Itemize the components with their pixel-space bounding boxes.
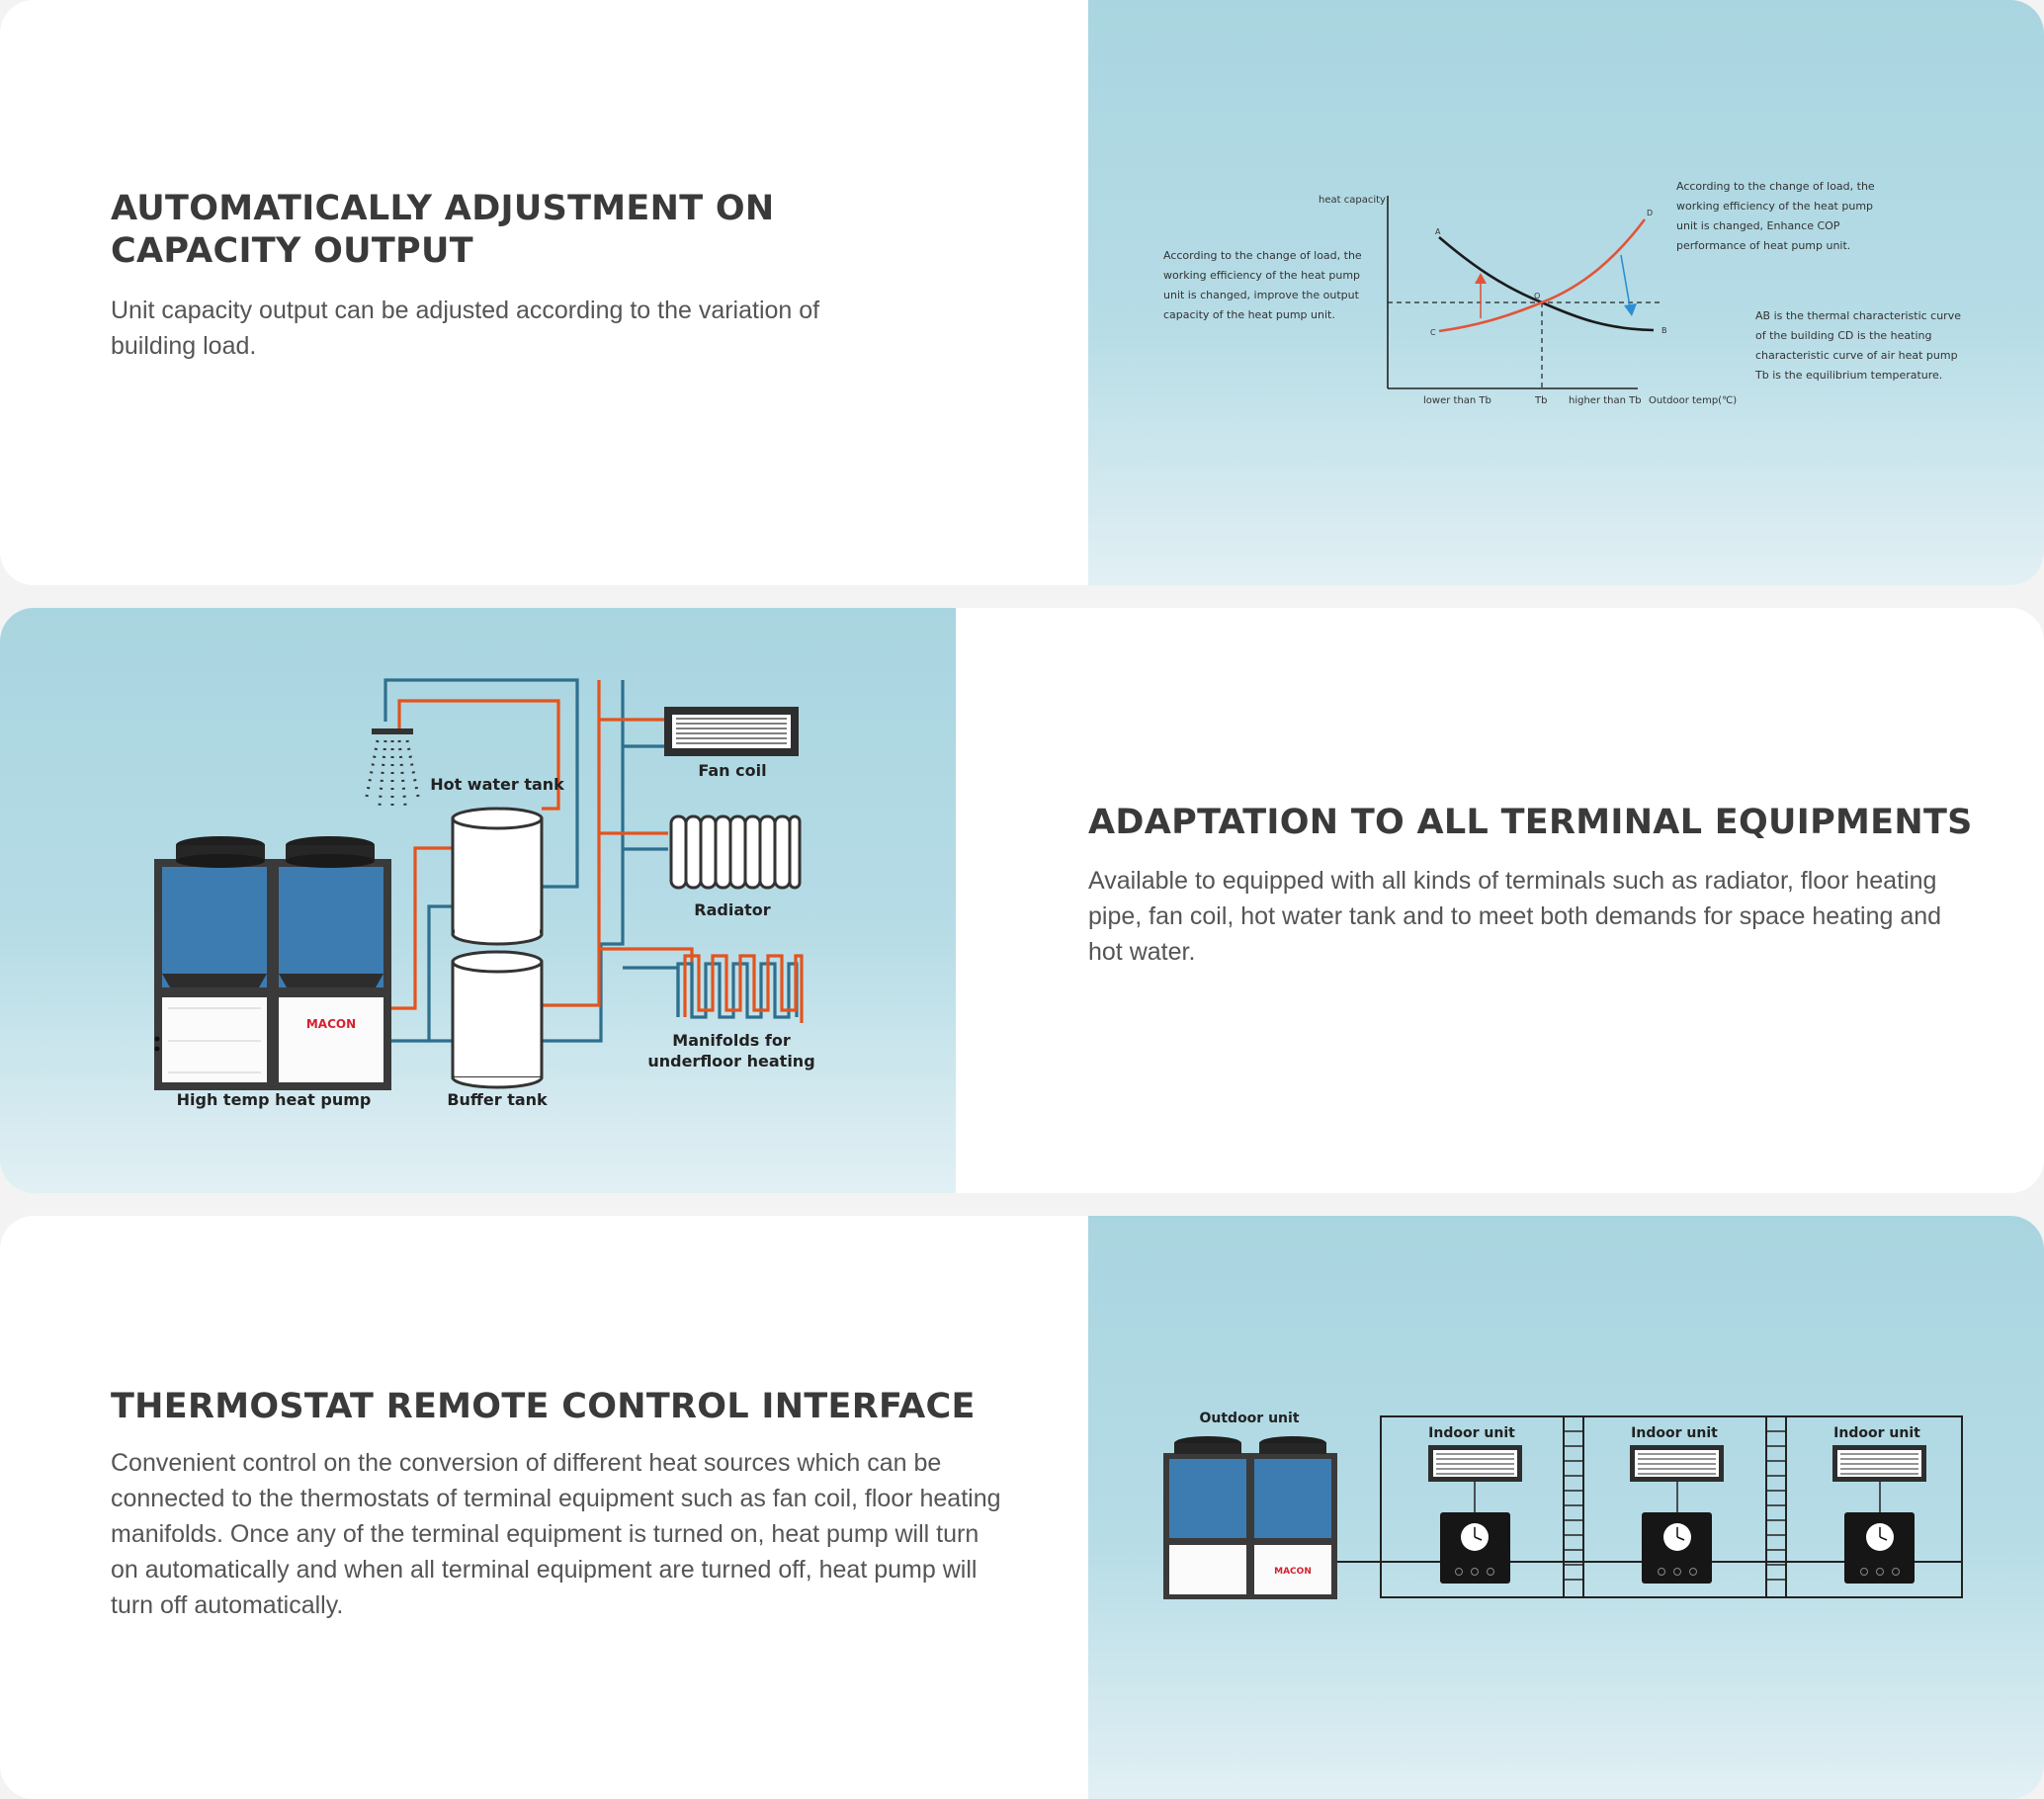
capacity-output-description: Unit capacity output can be adjusted acc… — [111, 293, 819, 364]
x-tick-label: lower than Tb — [1423, 395, 1491, 406]
heating-system-diagram: MACON Hot water tank Fan coil Radiator M… — [154, 678, 815, 1109]
x-tick-label: higher than Tb — [1569, 395, 1642, 406]
manifolds-label: underfloor heating — [647, 1052, 814, 1071]
note-top: According to the change of load, the wor… — [1676, 180, 1875, 252]
fan-coil-icon — [1630, 1445, 1724, 1482]
point-a-label: A — [1435, 227, 1441, 236]
thermostat-layout-diagram: MACON Outdoor unit — [1163, 1411, 1963, 1599]
outdoor-unit-icon — [1163, 1436, 1337, 1599]
heat-pump-label: High temp heat pump — [177, 1090, 372, 1109]
outdoor-unit-label: Outdoor unit — [1199, 1411, 1299, 1426]
terminal-equipment-description: Available to equipped with all kinds of … — [1088, 863, 1941, 970]
arrow-down-shaft — [1620, 254, 1631, 307]
underfloor-loop-hot — [683, 954, 804, 1023]
fan-coil-icon — [1428, 1445, 1522, 1482]
rooms-frame — [1380, 1415, 1963, 1598]
x-axis-label: Outdoor temp(℃) — [1649, 395, 1737, 406]
thermostat-icon — [1844, 1512, 1915, 1584]
thermostat-control-title: THERMOSTAT REMOTE CONTROL INTERFACE — [111, 1386, 976, 1428]
note-right: AB is the thermal characteristic curve o… — [1754, 309, 1961, 382]
title-line: ADAPTATION TO ALL TERMINAL EQUIPMENTS — [1088, 803, 1973, 842]
shower-head-icon — [372, 728, 413, 734]
point-c-label: C — [1430, 328, 1436, 337]
note-left: According to the change of load, the wor… — [1163, 249, 1362, 321]
note-line: unit is changed, improve the output — [1163, 289, 1360, 301]
buffer-tank-label: Buffer tank — [447, 1090, 548, 1109]
note-line: of the building CD is the heating — [1755, 329, 1932, 342]
note-line: working efficiency of the heat pump — [1163, 269, 1360, 282]
curve-cd — [1438, 218, 1647, 333]
hot-water-tank-icon — [451, 807, 544, 946]
body-line: Available to equipped with all kinds of … — [1088, 867, 1937, 895]
arrow-up-icon — [1475, 273, 1487, 284]
body-line: manifolds. Once any of the terminal equi… — [111, 1520, 979, 1548]
title-line: CAPACITY OUTPUT — [111, 231, 473, 271]
capacity-output-title: AUTOMATICALLY ADJUSTMENT ON CAPACITY OUT… — [111, 188, 775, 273]
thermostat-icon — [1642, 1512, 1712, 1584]
system-diagram-panel: MACON Hot water tank Fan coil Radiator M… — [0, 608, 956, 1193]
body-line: Convenient control on the conversion of … — [111, 1449, 942, 1477]
title-line: THERMOSTAT REMOTE CONTROL INTERFACE — [111, 1387, 976, 1426]
thermostat-control-section: THERMOSTAT REMOTE CONTROL INTERFACE Conv… — [0, 1216, 2044, 1799]
note-line: working efficiency of the heat pump — [1676, 200, 1873, 213]
buffer-tank-icon — [451, 950, 544, 1089]
heat-pump-unit-icon — [154, 836, 391, 1090]
body-line: hot water. — [1088, 938, 1196, 966]
fan-coil-icon — [1832, 1445, 1926, 1482]
terminal-equipment-section: MACON Hot water tank Fan coil Radiator M… — [0, 608, 2044, 1193]
body-line: connected to the thermostats of terminal… — [111, 1485, 1001, 1512]
note-line: AB is the thermal characteristic curve — [1755, 309, 1961, 322]
fan-coil-icon — [664, 707, 799, 756]
title-line: AUTOMATICALLY ADJUSTMENT ON — [111, 189, 775, 228]
y-axis-label: heat capacity — [1319, 195, 1386, 206]
indoor-unit-label: Indoor unit — [1631, 1425, 1718, 1441]
curve-ab — [1438, 236, 1655, 332]
point-o-label: O — [1534, 292, 1540, 300]
body-line: building load. — [111, 332, 257, 360]
thermostat-diagram-panel: MACON Outdoor unit — [1088, 1216, 2044, 1799]
radiator-label: Radiator — [694, 900, 770, 919]
note-line: capacity of the heat pump unit. — [1163, 308, 1335, 321]
note-line: unit is changed, Enhance COP — [1676, 219, 1840, 232]
indoor-unit-label: Indoor unit — [1428, 1425, 1515, 1441]
capacity-diagram-panel: A B C D O heat capacity Outdoor temp(℃) … — [1088, 0, 2044, 585]
capacity-curve-diagram: A B C D O heat capacity Outdoor temp(℃) … — [1163, 180, 1961, 406]
terminal-equipment-title: ADAPTATION TO ALL TERMINAL EQUIPMENTS — [1088, 802, 1973, 844]
wall-divider-2 — [1765, 1415, 1787, 1598]
body-line: turn off automatically. — [111, 1591, 344, 1619]
wall-divider-1 — [1563, 1415, 1584, 1598]
fan-coil-label: Fan coil — [698, 761, 766, 780]
cold-pipes — [383, 678, 680, 1043]
note-line: According to the change of load, the — [1676, 180, 1875, 193]
hot-water-tank-label: Hot water tank — [430, 775, 564, 794]
body-line: pipe, fan coil, hot water tank and to me… — [1088, 902, 1942, 930]
indoor-unit-label: Indoor unit — [1833, 1425, 1920, 1441]
x-tick-label: Tb — [1534, 395, 1547, 406]
body-line: on automatically and when all terminal e… — [111, 1556, 978, 1584]
capacity-output-section: AUTOMATICALLY ADJUSTMENT ON CAPACITY OUT… — [0, 0, 2044, 585]
note-line: characteristic curve of air heat pump — [1755, 349, 1958, 362]
brand-logo: MACON — [1274, 1567, 1312, 1577]
body-line: Unit capacity output can be adjusted acc… — [111, 297, 820, 324]
manifolds-label: Manifolds for — [672, 1031, 791, 1050]
note-line: Tb is the equilibrium temperature. — [1754, 369, 1942, 382]
thermostat-icon — [1440, 1512, 1510, 1584]
arrow-down-icon — [1624, 303, 1637, 316]
brand-logo: MACON — [306, 1017, 356, 1031]
point-d-label: D — [1647, 209, 1653, 217]
radiator-icon — [669, 814, 802, 890]
note-line: According to the change of load, the — [1163, 249, 1362, 262]
note-line: performance of heat pump unit. — [1676, 239, 1850, 252]
thermostat-control-description: Convenient control on the conversion of … — [111, 1445, 1001, 1623]
point-b-label: B — [1661, 326, 1667, 335]
shower-spray-icon — [364, 739, 421, 808]
